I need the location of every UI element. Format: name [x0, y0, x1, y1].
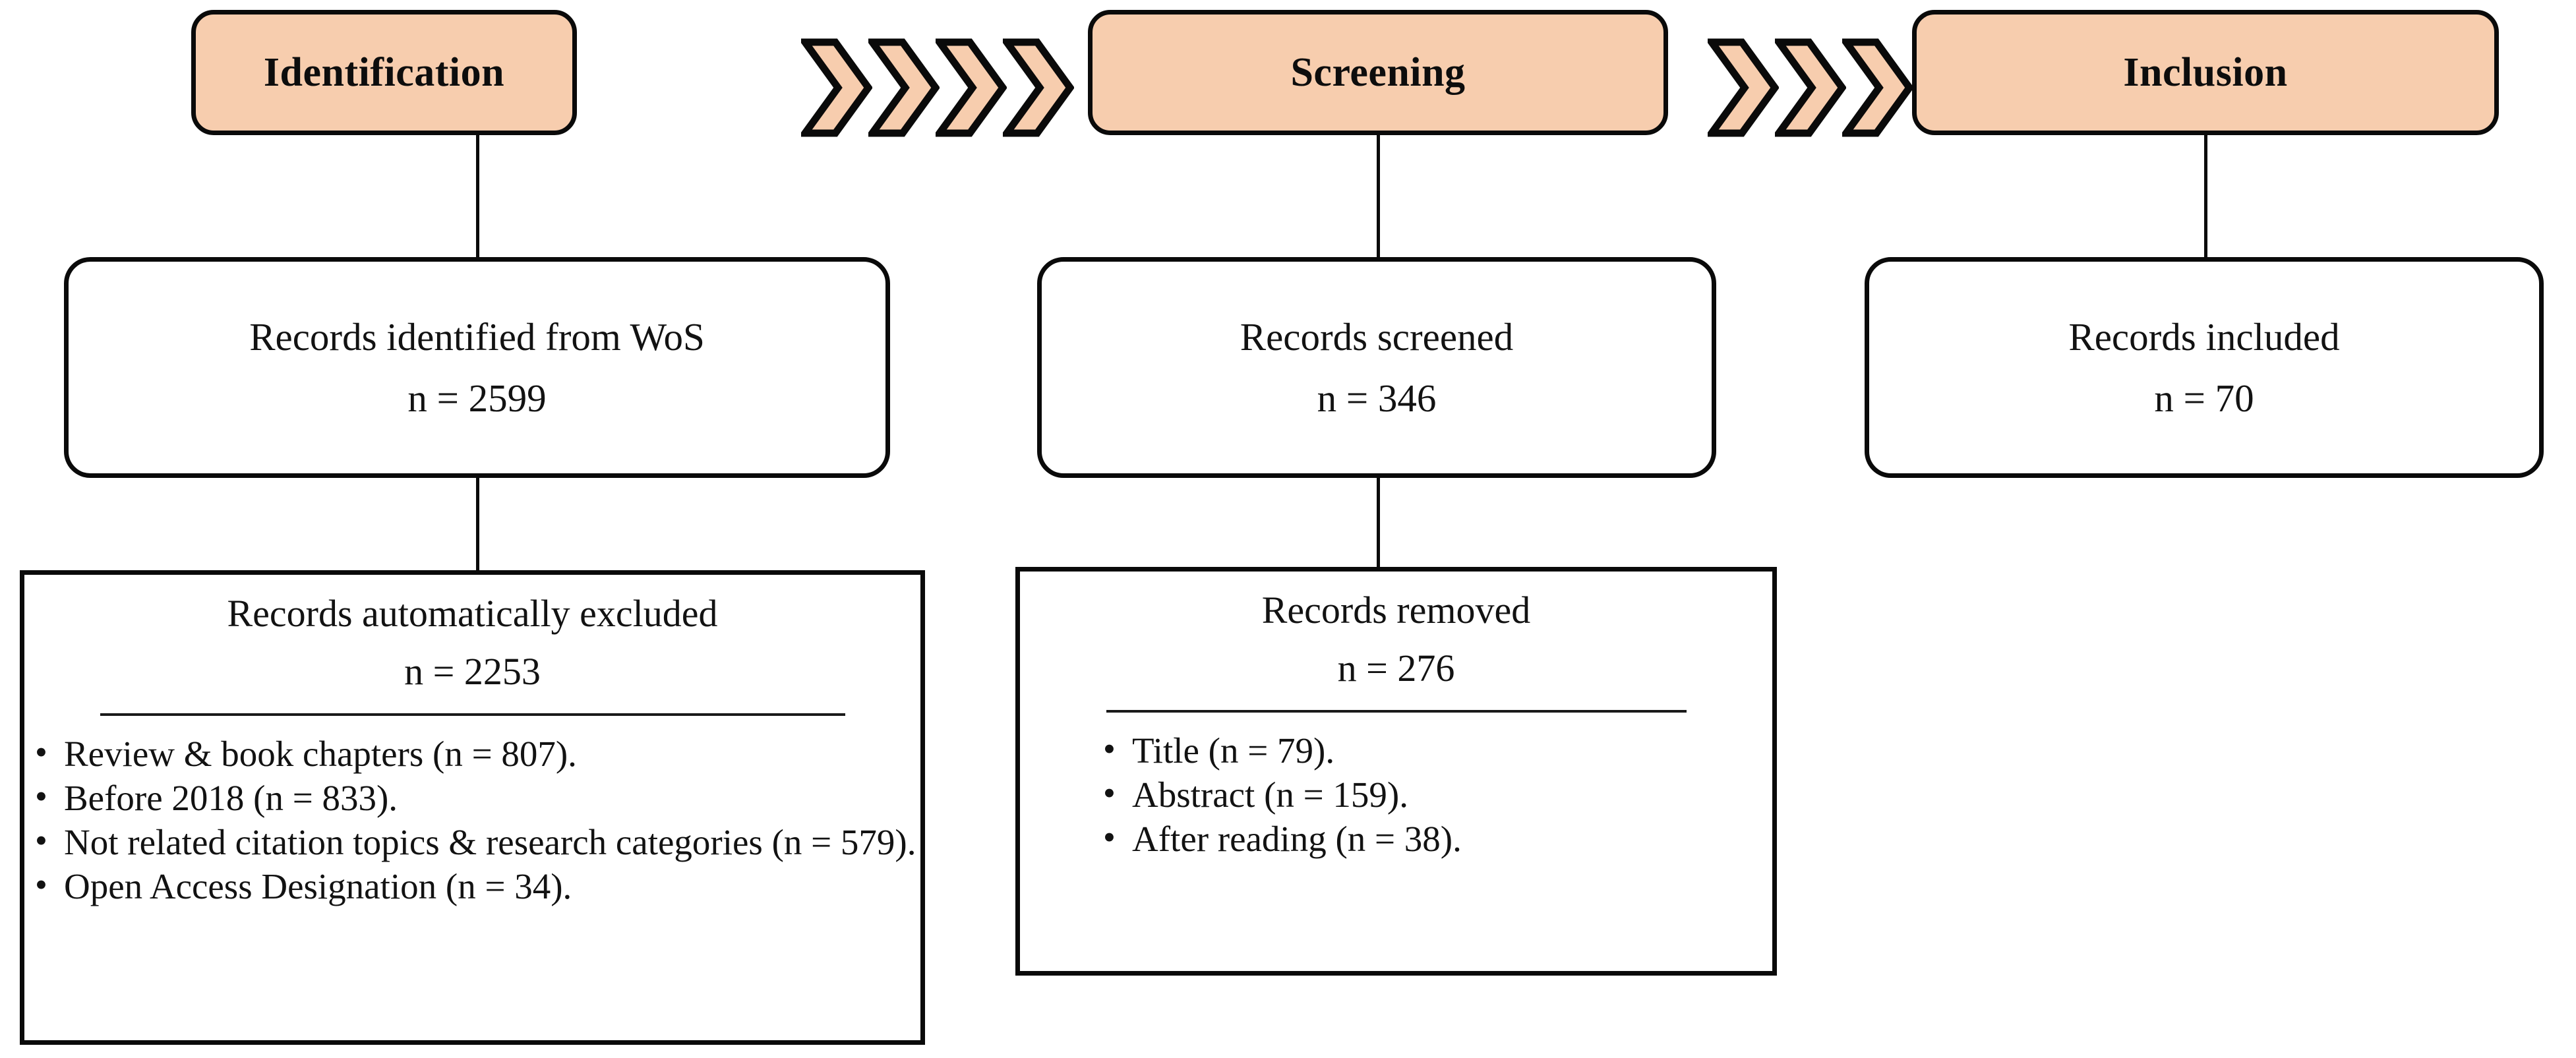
- box-title: Records screened: [1240, 315, 1514, 359]
- box-records-screened: Records screened n = 346: [1037, 257, 1716, 478]
- list-item: Open Access Designation (n = 34).: [24, 864, 920, 908]
- exclusion-reason-list: Review & book chapters (n = 807). Before…: [24, 716, 920, 909]
- connector-inclusion-to-included: [2204, 135, 2207, 257]
- list-item: After reading (n = 38).: [1093, 817, 1772, 860]
- stage-label-screening: Screening: [1290, 50, 1466, 95]
- chevron-right-icon: [801, 38, 872, 137]
- box-title: Records removed: [1261, 589, 1531, 632]
- box-records-included: Records included n = 70: [1865, 257, 2544, 478]
- box-title: Records automatically excluded: [227, 592, 718, 635]
- stage-pill-screening: Screening: [1088, 10, 1668, 135]
- chevron-right-icon: [868, 38, 940, 137]
- box-count: n = 346: [1317, 376, 1437, 420]
- chevron-group-identification-to-screening: [801, 38, 1074, 137]
- chevron-right-icon: [936, 38, 1007, 137]
- chevron-group-screening-to-inclusion: [1708, 38, 1913, 137]
- box-count: n = 70: [2154, 376, 2254, 420]
- chevron-right-icon: [1003, 38, 1074, 137]
- box-records-identified: Records identified from WoS n = 2599: [64, 257, 890, 478]
- list-item: Title (n = 79).: [1093, 728, 1772, 772]
- list-item: Review & book chapters (n = 807).: [24, 732, 920, 775]
- chevron-right-icon: [1708, 38, 1779, 137]
- stage-label-identification: Identification: [263, 50, 505, 95]
- list-item: Abstract (n = 159).: [1093, 773, 1772, 816]
- connector-identification-to-identified: [476, 135, 479, 257]
- box-count: n = 2253: [404, 650, 541, 693]
- box-count: n = 276: [1337, 647, 1455, 690]
- connector-screening-to-screened: [1377, 135, 1380, 257]
- box-title: Records identified from WoS: [249, 315, 705, 359]
- stage-pill-identification: Identification: [191, 10, 577, 135]
- list-item: Not related citation topics & research c…: [24, 820, 920, 864]
- connector-identified-to-excluded: [476, 478, 479, 570]
- section-divider: [1106, 710, 1687, 713]
- list-item: Before 2018 (n = 833).: [24, 776, 920, 819]
- chevron-right-icon: [1842, 38, 1913, 137]
- connector-screened-to-removed: [1377, 478, 1380, 567]
- box-records-removed: Records removed n = 276 Title (n = 79). …: [1015, 567, 1777, 976]
- stage-pill-inclusion: Inclusion: [1912, 10, 2499, 135]
- stage-label-inclusion: Inclusion: [2123, 50, 2288, 95]
- chevron-right-icon: [1775, 38, 1846, 137]
- section-divider: [100, 713, 845, 717]
- box-records-automatically-excluded: Records automatically excluded n = 2253 …: [20, 570, 925, 1045]
- box-count: n = 2599: [407, 376, 547, 420]
- removal-reason-list: Title (n = 79). Abstract (n = 159). Afte…: [1020, 713, 1772, 862]
- box-title: Records included: [2068, 315, 2340, 359]
